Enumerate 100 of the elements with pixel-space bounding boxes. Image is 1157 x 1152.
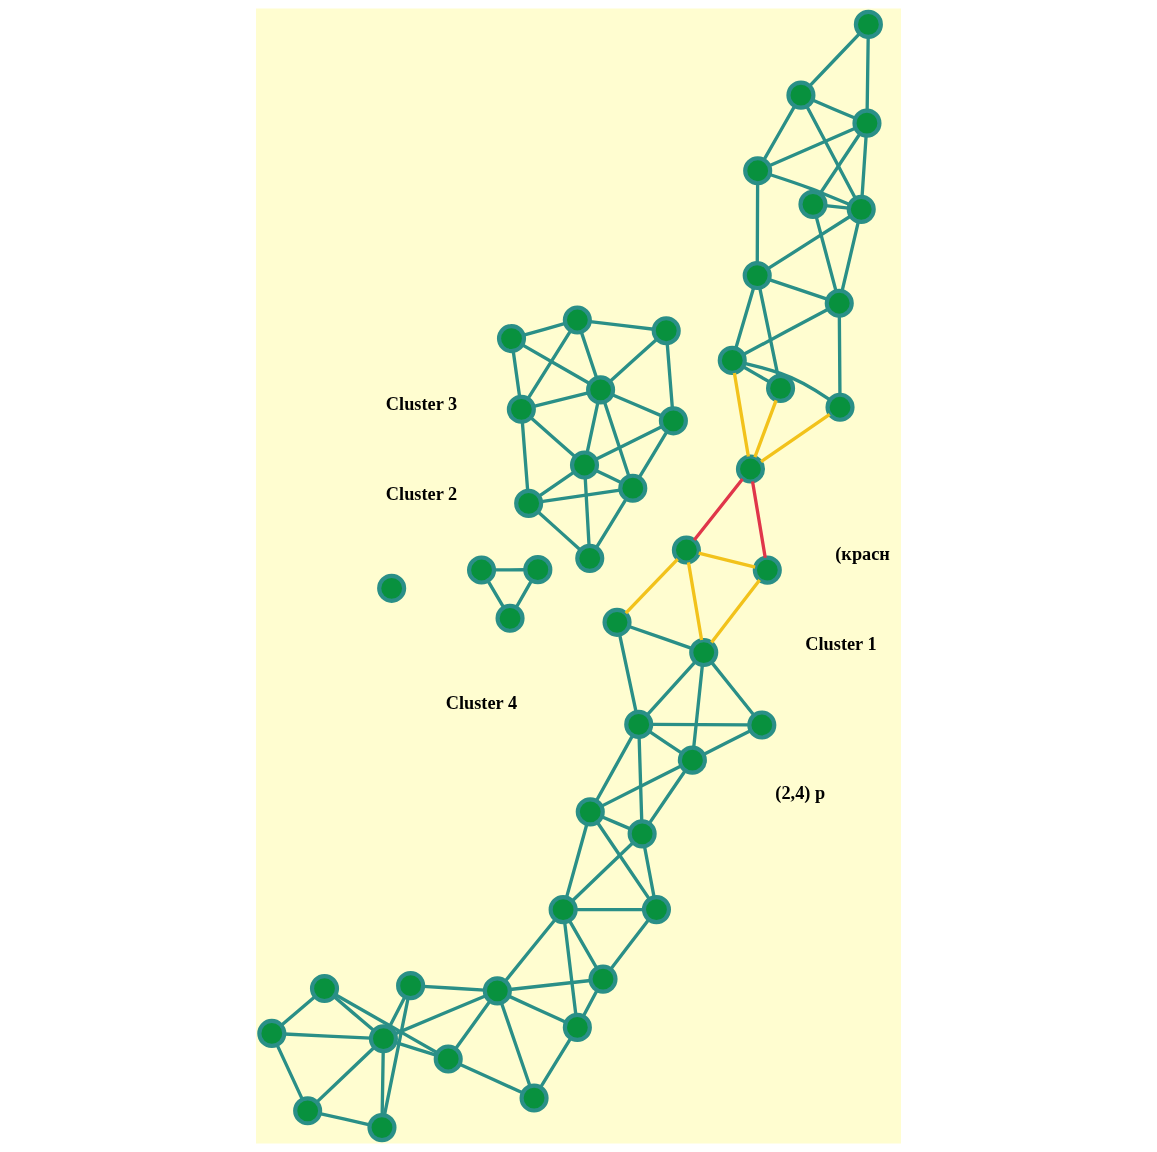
connector <box>394 994 487 1036</box>
connector <box>651 722 750 727</box>
node-circle <box>519 1083 549 1113</box>
node-circle <box>717 345 747 375</box>
connector <box>692 478 744 542</box>
connector <box>637 737 644 822</box>
connector <box>742 307 829 356</box>
connector <box>686 562 704 641</box>
connector <box>458 1062 524 1095</box>
connector <box>382 997 410 1116</box>
connector <box>618 634 638 713</box>
connector <box>755 183 760 263</box>
node-circle <box>588 964 618 994</box>
connector <box>710 661 756 717</box>
connector <box>837 315 842 395</box>
connector <box>333 995 375 1032</box>
node-circle <box>562 305 592 335</box>
connector <box>585 401 600 453</box>
connector <box>808 32 861 88</box>
connector <box>742 365 771 384</box>
connector <box>769 172 851 207</box>
connector <box>753 399 778 458</box>
connector <box>563 921 578 1015</box>
connector <box>280 995 316 1027</box>
connector <box>611 393 663 418</box>
connector <box>568 919 599 970</box>
node-circle <box>396 971 426 1001</box>
node-circle <box>618 473 648 503</box>
connector <box>583 477 591 546</box>
connector <box>768 278 828 301</box>
connector <box>646 660 697 717</box>
connector <box>637 430 669 479</box>
connector <box>504 918 557 982</box>
connector <box>608 337 658 383</box>
connector <box>423 984 485 992</box>
connector <box>275 1044 304 1101</box>
connector <box>521 343 591 385</box>
connector <box>840 221 860 292</box>
node-circle <box>658 406 688 436</box>
connector <box>647 769 687 825</box>
connector <box>508 994 567 1024</box>
connector <box>537 510 582 551</box>
connector <box>767 214 852 271</box>
node-circle <box>786 80 816 110</box>
connector <box>768 126 856 168</box>
node-circle <box>677 745 707 775</box>
connector <box>732 372 750 457</box>
node-circle <box>624 709 654 739</box>
connector <box>760 413 831 464</box>
connector <box>494 568 525 572</box>
connector <box>758 287 780 377</box>
connector <box>538 470 575 498</box>
connector <box>825 203 849 210</box>
node-circle <box>506 394 536 424</box>
connector <box>533 391 589 408</box>
node-circle <box>569 450 600 480</box>
connector <box>601 815 631 831</box>
connector <box>648 730 683 755</box>
connector <box>315 1046 376 1104</box>
connector <box>762 105 797 161</box>
connector <box>564 823 589 898</box>
connector <box>865 37 870 111</box>
connector <box>499 1002 532 1087</box>
node-circle <box>575 797 605 827</box>
node-circle <box>309 973 340 1004</box>
connector <box>628 624 693 650</box>
connector <box>319 1111 371 1127</box>
connector <box>860 135 868 197</box>
node-circle <box>766 373 796 403</box>
label: Cluster 4 <box>445 693 518 714</box>
label: (2,4) р <box>775 783 826 804</box>
node-circle <box>743 156 773 186</box>
node-circle <box>495 603 525 633</box>
node-circle <box>671 535 701 565</box>
node-circle <box>377 573 407 603</box>
node-circle <box>798 189 828 219</box>
node-circle <box>735 454 766 484</box>
node-circle <box>514 488 544 518</box>
connector <box>595 469 623 485</box>
node-circle <box>467 555 497 585</box>
connector <box>540 488 621 504</box>
connector <box>698 551 756 569</box>
node-circle <box>433 1044 463 1074</box>
connector <box>571 841 635 903</box>
node-circle <box>548 895 578 925</box>
label: Cluster 3 <box>385 393 458 414</box>
node-circle <box>825 392 855 422</box>
connector <box>589 319 654 331</box>
connector <box>734 287 756 349</box>
connector <box>609 918 651 971</box>
node-circle <box>651 316 681 346</box>
connector <box>514 579 533 609</box>
node-circle <box>575 543 605 573</box>
connector <box>710 579 761 644</box>
connector <box>579 331 599 379</box>
connector <box>575 907 644 912</box>
connector <box>594 498 628 549</box>
node-circle <box>627 819 657 849</box>
connector <box>520 421 530 491</box>
connector <box>750 481 767 558</box>
